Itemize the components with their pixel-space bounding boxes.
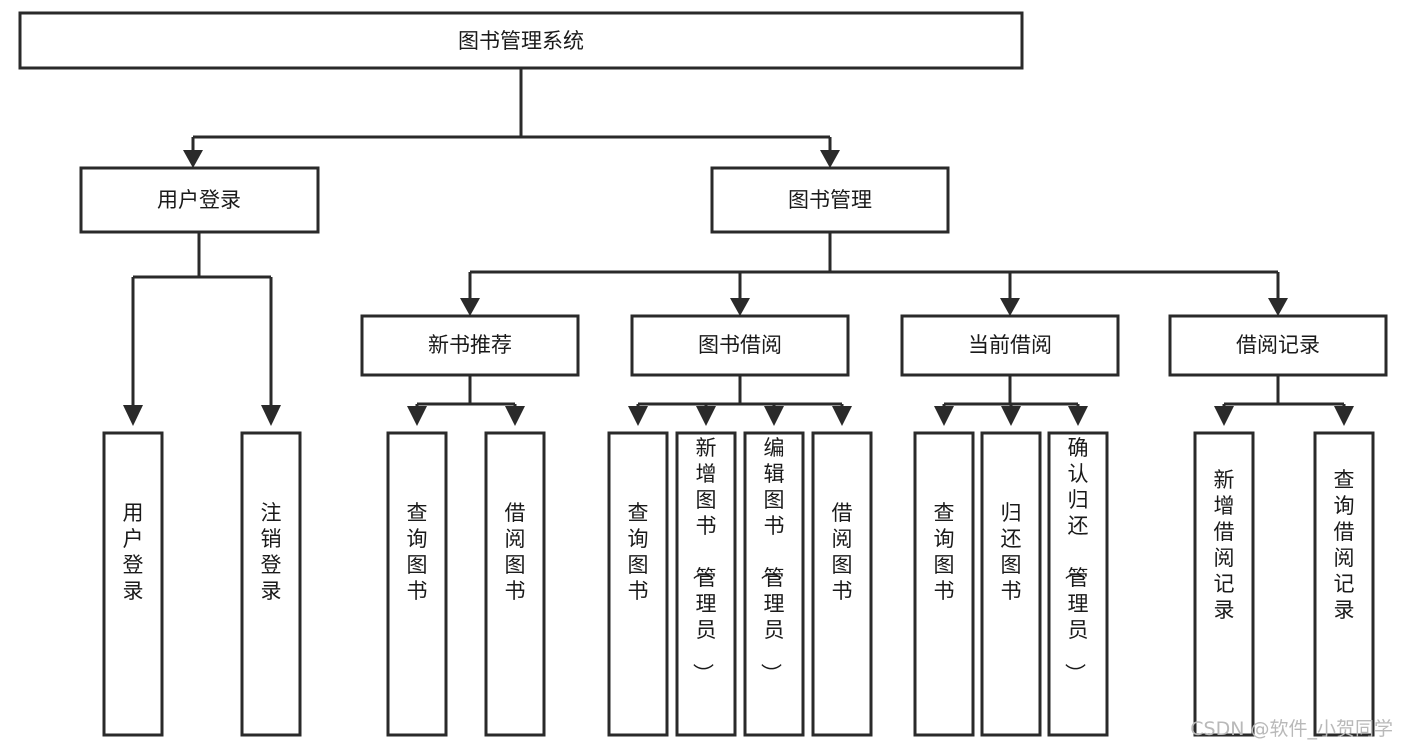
leaf-user-logout-label: 注销登录 bbox=[261, 501, 282, 603]
node-book-borrow-box[interactable] bbox=[630, 314, 850, 377]
leaf-add-record-label: 新增借阅记录 bbox=[1214, 468, 1235, 622]
leaf-return-book-box[interactable] bbox=[980, 431, 1042, 737]
leaf-user-logout-box[interactable] bbox=[240, 431, 302, 737]
leaf-query-book-2[interactable]: 查询图书 bbox=[607, 431, 669, 737]
node-borrow-record-label: 借阅记录 bbox=[1236, 333, 1320, 357]
leaf-confirm-return-box[interactable] bbox=[1047, 431, 1109, 737]
node-book-borrow[interactable]: 图书借阅 bbox=[630, 314, 850, 377]
leaf-borrow-book-1-box[interactable] bbox=[484, 431, 546, 737]
leaf-edit-book-box[interactable] bbox=[743, 431, 805, 737]
node-borrow-record-box[interactable] bbox=[1168, 314, 1388, 377]
node-root-box[interactable] bbox=[18, 11, 1024, 70]
leaf-add-record-box[interactable] bbox=[1193, 431, 1255, 737]
arrowhead-leaf-edit-book bbox=[764, 406, 784, 426]
arrowhead-leaf-query-book-1 bbox=[407, 406, 427, 426]
node-book-manage-label: 图书管理 bbox=[788, 188, 872, 212]
leaf-query-book-3[interactable]: 查询图书 bbox=[913, 431, 975, 737]
connector-layer bbox=[123, 68, 1354, 426]
leaf-query-record[interactable]: 查询借阅记录 bbox=[1313, 431, 1375, 737]
arrowhead-leaf-borrow-book-1 bbox=[505, 406, 525, 426]
node-book-manage[interactable]: 图书管理 bbox=[710, 166, 950, 234]
leaf-query-record-label: 查询借阅记录 bbox=[1334, 468, 1355, 622]
leaf-query-book-3-box[interactable] bbox=[913, 431, 975, 737]
arrowhead-current-borrow bbox=[1000, 298, 1020, 316]
arrowhead-leaf-query-book-3 bbox=[934, 406, 954, 426]
leaf-user-logout[interactable]: 注销登录 bbox=[240, 431, 302, 737]
arrowhead-borrow-record bbox=[1268, 298, 1288, 316]
node-borrow-record[interactable]: 借阅记录 bbox=[1168, 314, 1388, 377]
node-root-label: 图书管理系统 bbox=[458, 29, 584, 53]
node-user-login-box[interactable] bbox=[79, 166, 320, 234]
node-root[interactable]: 图书管理系统 bbox=[18, 11, 1024, 70]
leaf-query-book-2-box[interactable] bbox=[607, 431, 669, 737]
arrowhead-leaf-user-login bbox=[123, 405, 143, 426]
leaf-borrow-book-2-label: 借阅图书 bbox=[832, 501, 853, 603]
leaf-confirm-return-label: 确认归还（管理员） bbox=[1063, 436, 1089, 684]
leaf-edit-book[interactable]: 编辑图书（管理员） bbox=[743, 431, 805, 737]
arrowhead-leaf-query-record bbox=[1334, 406, 1354, 426]
arrowhead-leaf-add-book bbox=[696, 406, 716, 426]
leaf-query-book-2-label: 查询图书 bbox=[628, 501, 649, 603]
arrowhead-leaf-borrow-book-2 bbox=[832, 406, 852, 426]
leaf-confirm-return[interactable]: 确认归还（管理员） bbox=[1047, 431, 1109, 737]
leaf-add-book-label: 新增图书（管理员） bbox=[691, 436, 717, 684]
node-book-borrow-label: 图书借阅 bbox=[698, 333, 782, 357]
node-current-borrow[interactable]: 当前借阅 bbox=[900, 314, 1120, 377]
leaf-query-book-1-label: 查询图书 bbox=[407, 501, 428, 603]
node-new-book-rec[interactable]: 新书推荐 bbox=[360, 314, 580, 377]
leaf-borrow-book-1[interactable]: 借阅图书 bbox=[484, 431, 546, 737]
leaf-query-book-1-box[interactable] bbox=[386, 431, 448, 737]
leaf-add-record[interactable]: 新增借阅记录 bbox=[1193, 431, 1255, 737]
leaf-add-book[interactable]: 新增图书（管理员） bbox=[675, 431, 737, 737]
arrowhead-leaf-add-record bbox=[1214, 406, 1234, 426]
arrowhead-new-book-rec bbox=[460, 298, 480, 316]
leaf-borrow-book-2[interactable]: 借阅图书 bbox=[811, 431, 873, 737]
leaf-borrow-book-1-label: 借阅图书 bbox=[505, 501, 526, 603]
node-user-login-label: 用户登录 bbox=[157, 188, 241, 212]
arrowhead-leaf-query-book-2 bbox=[628, 406, 648, 426]
node-book-manage-box[interactable] bbox=[710, 166, 950, 234]
leaf-user-login[interactable]: 用户登录 bbox=[102, 431, 164, 737]
node-new-book-rec-label: 新书推荐 bbox=[428, 333, 512, 357]
node-current-borrow-label: 当前借阅 bbox=[968, 333, 1052, 357]
node-current-borrow-box[interactable] bbox=[900, 314, 1120, 377]
arrowhead-leaf-user-logout bbox=[261, 405, 281, 426]
arrowhead-book-manage bbox=[820, 150, 840, 168]
leaf-add-book-box[interactable] bbox=[675, 431, 737, 737]
leaf-return-book[interactable]: 归还图书 bbox=[980, 431, 1042, 737]
arrowhead-user-login bbox=[183, 150, 203, 168]
leaf-user-login-label: 用户登录 bbox=[123, 501, 144, 603]
node-user-login[interactable]: 用户登录 bbox=[79, 166, 320, 234]
arrowhead-leaf-return-book bbox=[1001, 406, 1021, 426]
leaf-query-book-1[interactable]: 查询图书 bbox=[386, 431, 448, 737]
arrowhead-leaf-confirm-return bbox=[1068, 406, 1088, 426]
leaf-query-book-3-label: 查询图书 bbox=[934, 501, 955, 603]
arrowhead-book-borrow bbox=[730, 298, 750, 316]
leaf-edit-book-label: 编辑图书（管理员） bbox=[759, 436, 785, 684]
leaf-return-book-label: 归还图书 bbox=[1001, 501, 1022, 603]
leaf-borrow-book-2-box[interactable] bbox=[811, 431, 873, 737]
node-new-book-rec-box[interactable] bbox=[360, 314, 580, 377]
leaf-user-login-box[interactable] bbox=[102, 431, 164, 737]
leaf-query-record-box[interactable] bbox=[1313, 431, 1375, 737]
